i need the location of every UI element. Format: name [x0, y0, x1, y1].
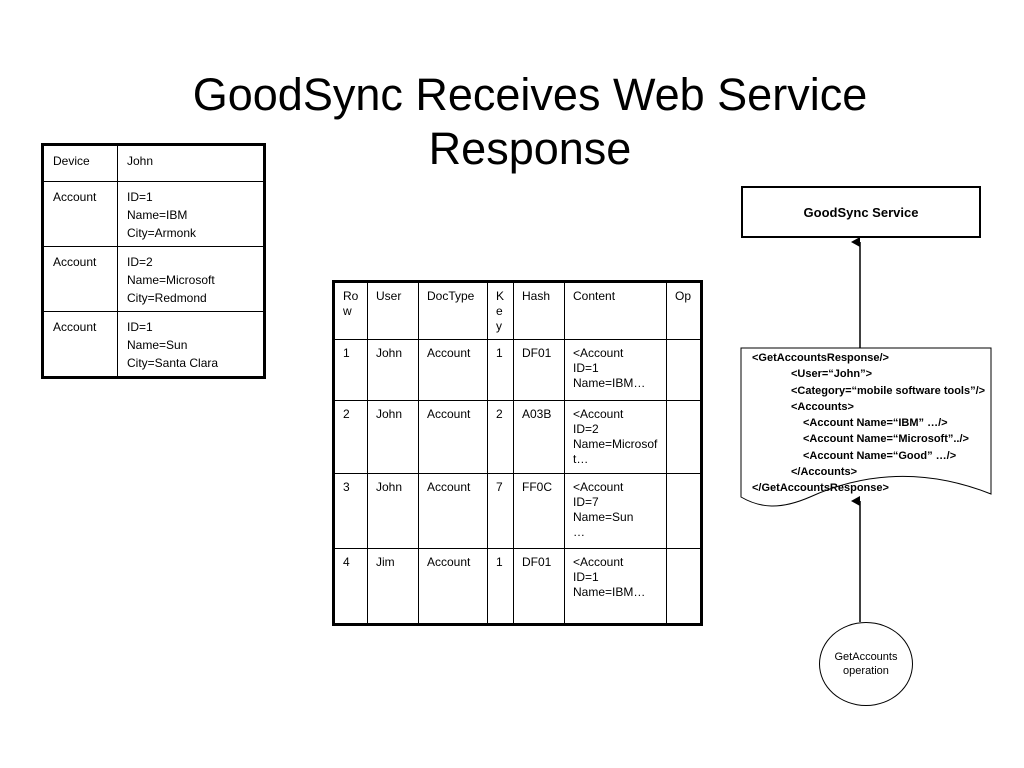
cell-op	[666, 473, 702, 549]
goodsync-service-box: GoodSync Service	[741, 186, 981, 238]
cell-key: 2	[487, 400, 514, 474]
device-row: Device John	[42, 144, 265, 182]
cell-key: 1	[487, 339, 514, 401]
device-table: Device John Account ID=1 Name=IBM City=A…	[41, 143, 266, 379]
account-id: ID=1	[127, 190, 153, 204]
account-city: City=Santa Clara	[127, 356, 219, 370]
cell-op	[666, 400, 702, 474]
getaccounts-operation-node: GetAccounts operation	[819, 622, 913, 706]
header-content: Content	[564, 281, 667, 340]
title-line-1: GoodSync Receives Web Service	[192, 69, 868, 121]
content-line: Name=IBM…	[573, 376, 646, 390]
header-doctype: DocType	[418, 281, 488, 340]
cell-doctype: Account	[418, 400, 488, 474]
service-label: GoodSync Service	[803, 204, 919, 220]
response-document-shape	[740, 347, 992, 507]
cell-row: 2	[333, 400, 368, 474]
account-city: City=Armonk	[127, 226, 197, 240]
account-row: Account ID=1 Name=IBM City=Armonk	[42, 181, 265, 247]
content-line: <Account	[573, 555, 624, 569]
account-key: Account	[42, 246, 118, 312]
account-values: ID=2 Name=Microsoft City=Redmond	[117, 246, 265, 312]
account-row: Account ID=1 Name=Sun City=Santa Clara	[42, 311, 265, 378]
table-row: 4 Jim Account 1 DF01 <Account ID=1 Name=…	[333, 548, 702, 625]
header-key: Key	[487, 281, 514, 340]
account-city: City=Redmond	[127, 291, 207, 305]
device-value: John	[117, 144, 265, 182]
operation-line-1: GetAccounts	[834, 651, 898, 663]
cell-content: <Account ID=1 Name=IBM…	[564, 339, 667, 401]
content-line: ID=7	[573, 495, 599, 509]
cell-op	[666, 548, 702, 625]
cell-content: <Account ID=7 Name=Sun …	[564, 473, 667, 549]
response-line: <Account Name=“IBM” …/>	[803, 417, 948, 430]
cell-row: 4	[333, 548, 368, 625]
cell-doctype: Account	[418, 473, 488, 549]
account-name: Name=Sun	[127, 338, 188, 352]
content-line: <Account	[573, 480, 624, 494]
content-line: Name=Sun	[573, 510, 634, 524]
device-value-line: John	[127, 154, 154, 168]
response-line: <User=“John”>	[791, 368, 873, 381]
content-line: …	[573, 525, 585, 539]
response-line: <Category=“mobile software tools”/>	[791, 384, 986, 397]
response-line: <Account Name=“Good” …/>	[803, 449, 957, 462]
content-line: <Account	[573, 407, 624, 421]
response-line: </Accounts>	[791, 466, 858, 479]
sync-table: Row User DocType Key Hash Content Op 1 J…	[332, 280, 703, 626]
content-line: ID=1	[573, 361, 599, 375]
account-row: Account ID=2 Name=Microsoft City=Redmond	[42, 246, 265, 312]
cell-hash: DF01	[513, 339, 565, 401]
sync-table-header: Row User DocType Key Hash Content Op	[333, 281, 702, 340]
header-user: User	[367, 281, 419, 340]
cell-content: <Account ID=1 Name=IBM…	[564, 548, 667, 625]
header-row: Row	[333, 281, 368, 340]
account-name: Name=IBM	[127, 208, 188, 222]
content-line: ID=2	[573, 422, 599, 436]
cell-user: Jim	[367, 548, 419, 625]
response-line: <Accounts>	[791, 400, 854, 413]
cell-hash: DF01	[513, 548, 565, 625]
cell-hash: A03B	[513, 400, 565, 474]
response-line: <GetAccountsResponse/>	[752, 352, 889, 364]
response-line: <Account Name=“Microsoft”../>	[803, 433, 969, 446]
title-line-2: Response	[428, 123, 632, 175]
cell-key: 1	[487, 548, 514, 625]
response-document: <GetAccountsResponse/> <User=“John”> <Ca…	[752, 350, 985, 497]
account-values: ID=1 Name=Sun City=Santa Clara	[117, 311, 265, 378]
content-line: <Account	[573, 346, 624, 360]
table-row: 1 John Account 1 DF01 <Account ID=1 Name…	[333, 339, 702, 401]
content-line: Name=Microsoft…	[573, 437, 658, 466]
content-line: Name=IBM…	[573, 585, 646, 599]
account-id: ID=2	[127, 255, 153, 269]
page-title: GoodSync Receives Web Service Response	[0, 68, 1024, 176]
content-line: ID=1	[573, 570, 599, 584]
account-name: Name=Microsoft	[127, 273, 215, 287]
header-hash: Hash	[513, 281, 565, 340]
account-id: ID=1	[127, 320, 153, 334]
operation-line-2: operation	[843, 665, 889, 677]
device-key: Device	[42, 144, 118, 182]
response-line: </GetAccountsResponse>	[752, 482, 889, 495]
